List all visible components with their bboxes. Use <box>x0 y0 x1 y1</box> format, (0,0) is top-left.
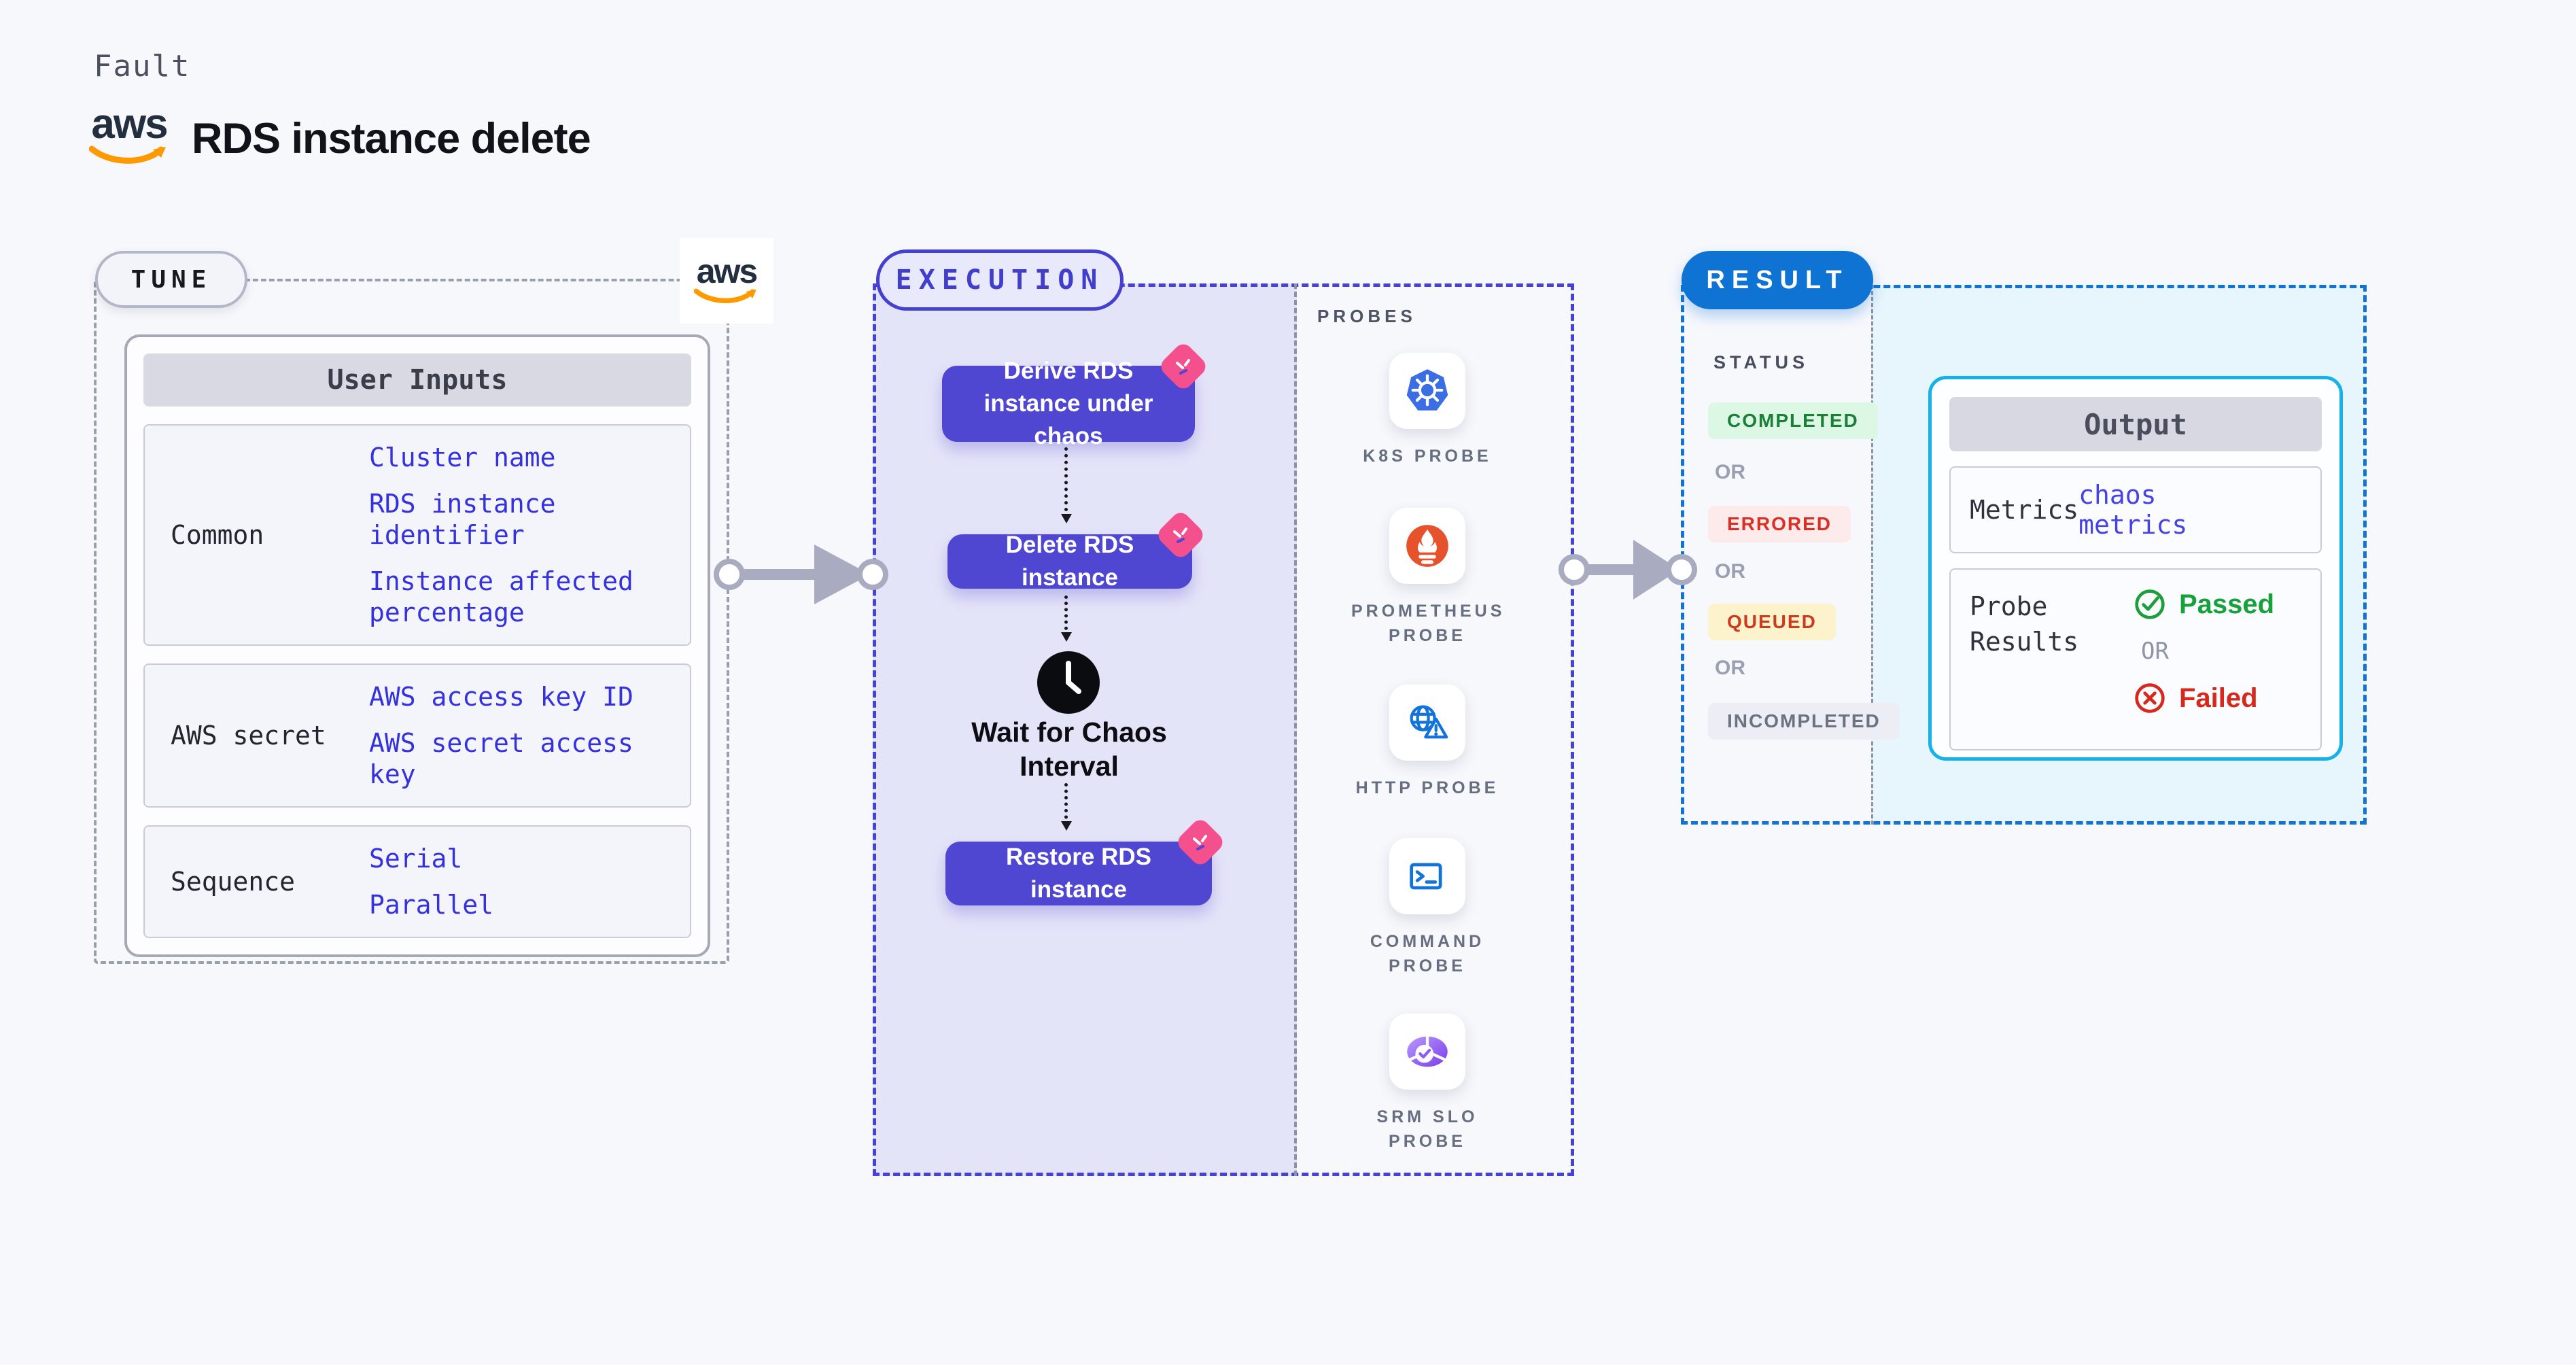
probe-result-failed: Failed <box>2134 682 2274 714</box>
aws-target-logo-card: aws <box>680 238 773 324</box>
status-badge-incompleted: INCOMPLETED <box>1708 703 1900 740</box>
flow-node-label: Delete RDS instance <box>1005 532 1134 591</box>
probe-results-label: Probe Results <box>1970 591 2079 657</box>
status-badge-errored: ERRORED <box>1708 506 1851 542</box>
row-label: AWS secret <box>171 721 326 750</box>
flow-node-derive-rds-instance: Derive RDS instance under chaos <box>942 340 1210 449</box>
wait-for-chaos-interval-label: Wait for Chaos Interval <box>971 716 1167 782</box>
probe-item-prometheus: PROMETHEUS PROBE <box>1351 508 1503 648</box>
check-circle-icon <box>2135 589 2165 619</box>
probe-item-command: COMMAND PROBE <box>1351 838 1503 978</box>
probe-results-values: Passed OR Failed <box>2134 589 2274 714</box>
flow-arrow-down-icon <box>1061 447 1072 523</box>
probe-label: PROMETHEUS PROBE <box>1351 602 1505 645</box>
probe-label: K8S PROBE <box>1363 447 1492 466</box>
tune-section-frame <box>94 279 729 964</box>
aws-logo-icon: aws <box>694 254 759 307</box>
table-row-aws-secret: AWS secret AWS access key ID AWS secret … <box>143 663 691 808</box>
probe-item-http: HTTP PROBE <box>1351 685 1503 800</box>
status-or-label: OR <box>1715 461 1745 483</box>
row-links: AWS access key ID AWS secret access key <box>369 681 690 790</box>
failed-label: Failed <box>2179 682 2258 713</box>
input-link-serial[interactable]: Serial <box>369 844 463 874</box>
aws-logo-text: aws <box>696 252 759 290</box>
result-section-pill: RESULT <box>1682 251 1873 309</box>
input-link-instance-affected-percentage[interactable]: Instance affected percentage <box>369 566 633 627</box>
output-row-metrics: Metrics chaos metrics <box>1949 466 2322 553</box>
output-card: Output Metrics chaos metrics Probe Resul… <box>1928 376 2343 761</box>
tune-to-execution-arrow-icon <box>714 545 888 604</box>
output-card-header: Output <box>1949 397 2322 451</box>
page-title: RDS instance delete <box>192 115 591 162</box>
input-link-cluster-name[interactable]: Cluster name <box>369 443 556 472</box>
probe-result-passed: Passed <box>2134 589 2274 620</box>
input-link-aws-access-key-id[interactable]: AWS access key ID <box>369 682 633 712</box>
probe-item-k8s: K8S PROBE <box>1351 353 1503 468</box>
probe-item-srm-slo: SRM SLO PROBE <box>1351 1014 1503 1154</box>
flow-arrow-down-icon <box>1061 595 1072 642</box>
status-column-title: STATUS <box>1713 352 1809 373</box>
terminal-icon <box>1389 838 1465 914</box>
table-row-sequence: Sequence Serial Parallel <box>143 825 691 938</box>
input-link-parallel[interactable]: Parallel <box>369 890 494 920</box>
kubernetes-icon <box>1389 353 1465 429</box>
probe-label: HTTP PROBE <box>1355 778 1499 797</box>
clock-icon <box>1036 650 1101 715</box>
status-or-label: OR <box>1715 560 1745 583</box>
row-links: Cluster name RDS instance identifier Ins… <box>369 442 690 628</box>
probes-column-title: PROBES <box>1317 306 1416 326</box>
flow-arrow-down-icon <box>1061 783 1072 831</box>
aws-smile-icon <box>89 145 166 164</box>
probe-label: SRM SLO PROBE <box>1376 1107 1478 1151</box>
prometheus-icon <box>1389 508 1465 584</box>
flow-node-delete-rds-instance: Delete RDS instance <box>947 508 1207 591</box>
globe-warning-icon <box>1389 685 1465 761</box>
tune-section-pill: TUNE <box>95 251 247 308</box>
x-circle-icon <box>2135 683 2165 713</box>
execution-section-frame <box>873 283 1574 1176</box>
chaos-experiment-icon <box>1154 508 1207 561</box>
output-row-probe-results: Probe Results Passed OR Failed <box>1949 568 2322 750</box>
input-link-rds-instance-identifier[interactable]: RDS instance identifier <box>369 489 556 550</box>
input-link-aws-secret-access-key[interactable]: AWS secret access key <box>369 728 633 789</box>
probe-label: COMMAND PROBE <box>1370 932 1485 975</box>
row-links: Serial Parallel <box>369 843 690 920</box>
chaos-metrics-link[interactable]: chaos metrics <box>2078 480 2188 540</box>
passed-label: Passed <box>2179 589 2275 619</box>
table-row-common: Common Cluster name RDS instance identif… <box>143 424 691 646</box>
user-inputs-card: User Inputs Common Cluster name RDS inst… <box>124 334 710 957</box>
flow-node-label: Derive RDS instance under chaos <box>984 358 1153 449</box>
result-status-divider <box>1871 285 1873 825</box>
row-label: Sequence <box>171 867 296 897</box>
status-badge-completed: COMPLETED <box>1708 402 1878 439</box>
user-inputs-header: User Inputs <box>143 353 691 407</box>
metrics-label: Metrics <box>1970 495 2079 525</box>
row-label: Common <box>171 520 264 550</box>
fault-category-label: Fault <box>94 49 191 84</box>
probe-result-or-label: OR <box>2141 638 2169 665</box>
status-badge-queued: QUEUED <box>1708 604 1836 640</box>
chaos-experiment-icon <box>1157 340 1210 393</box>
slo-pie-check-icon <box>1389 1014 1465 1090</box>
status-or-label: OR <box>1715 657 1745 679</box>
flow-node-label: Restore RDS instance <box>1006 844 1151 903</box>
flow-node-restore-rds-instance: Restore RDS instance <box>945 816 1227 905</box>
aws-logo-text: aws <box>91 101 168 148</box>
execution-to-result-arrow-icon <box>1559 540 1697 600</box>
execution-section-pill: EXECUTION <box>876 249 1124 311</box>
chaos-experiment-icon <box>1174 816 1227 869</box>
execution-probes-divider <box>1294 283 1297 1176</box>
aws-smile-icon <box>694 288 756 304</box>
aws-logo-icon: aws <box>88 103 170 169</box>
